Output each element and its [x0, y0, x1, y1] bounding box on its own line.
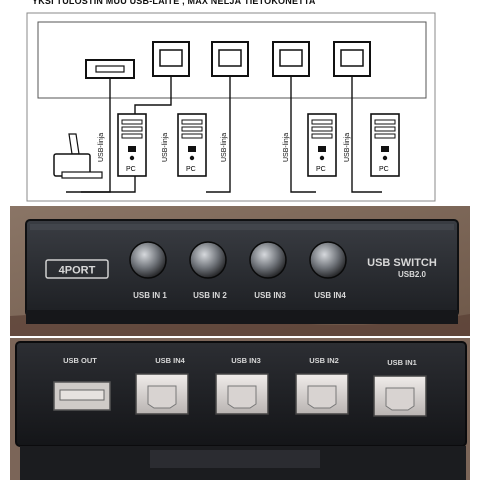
usb-b-port-icon [295, 373, 349, 415]
usb-out-port-icon [85, 59, 135, 79]
usb-b-port-icon [373, 375, 427, 417]
brand-line-1: USB SWITCH [367, 257, 437, 269]
back-panel-photo: USB OUT USB IN4 USB IN3 USB IN2 USB IN1 [10, 338, 470, 480]
usb-b-port-icon [152, 41, 190, 77]
cable-label: USB-linja [344, 133, 351, 162]
port-label: USB IN1 [387, 358, 417, 367]
port-label: USB IN3 [231, 356, 261, 365]
cable-label: USB-linja [162, 133, 169, 162]
cable-label: USB-linja [283, 133, 290, 162]
button-label: USB IN 2 [193, 291, 227, 300]
printer-icon [53, 133, 103, 179]
usb-cables [66, 76, 382, 193]
usb-b-port-icon [211, 41, 249, 77]
usb-b-port-icon [272, 41, 310, 77]
usb-b-port-icon [215, 373, 269, 415]
cable-label: USB-linja [221, 133, 228, 162]
port-label: USB IN4 [155, 356, 185, 365]
usb-in-1-button-icon [129, 241, 167, 279]
usb-in-2-button-icon [189, 241, 227, 279]
pc-tower-icon: PC [370, 113, 400, 177]
usb-in-3-button-icon [249, 241, 287, 279]
pc-label: PC [379, 166, 389, 173]
cable-label: USB-linja [98, 133, 105, 162]
brand-line-2: USB2.0 [398, 270, 427, 279]
model-badge [45, 259, 109, 279]
front-panel-photo: 4PORT USB IN 1 USB IN 2 USB IN3 USB IN4 … [10, 206, 470, 336]
pc-label: PC [316, 166, 326, 173]
port-label: USB OUT [63, 356, 97, 365]
pc-tower-icon: PC [177, 113, 207, 177]
button-label: USB IN4 [314, 291, 346, 300]
pc-label: PC [186, 166, 196, 173]
usb-a-port-icon [53, 381, 111, 411]
pc-label: PC [126, 166, 136, 173]
button-label: USB IN 1 [133, 291, 167, 300]
pc-tower-icon: PC [307, 113, 337, 177]
port-label: USB IN2 [309, 356, 339, 365]
usb-in-4-button-icon [309, 241, 347, 279]
connection-diagram: PC PC PC PC USB-linja USB-linja USB-linj… [26, 12, 436, 202]
model-label: 4PORT [59, 265, 96, 277]
caption: YKSI TULOSTIN MUU USB-LAITE , MAX NELJÄ … [32, 0, 316, 6]
usb-b-port-icon [333, 41, 371, 77]
pc-tower-icon: PC [117, 113, 147, 177]
button-label: USB IN3 [254, 291, 286, 300]
usb-b-port-icon [135, 373, 189, 415]
